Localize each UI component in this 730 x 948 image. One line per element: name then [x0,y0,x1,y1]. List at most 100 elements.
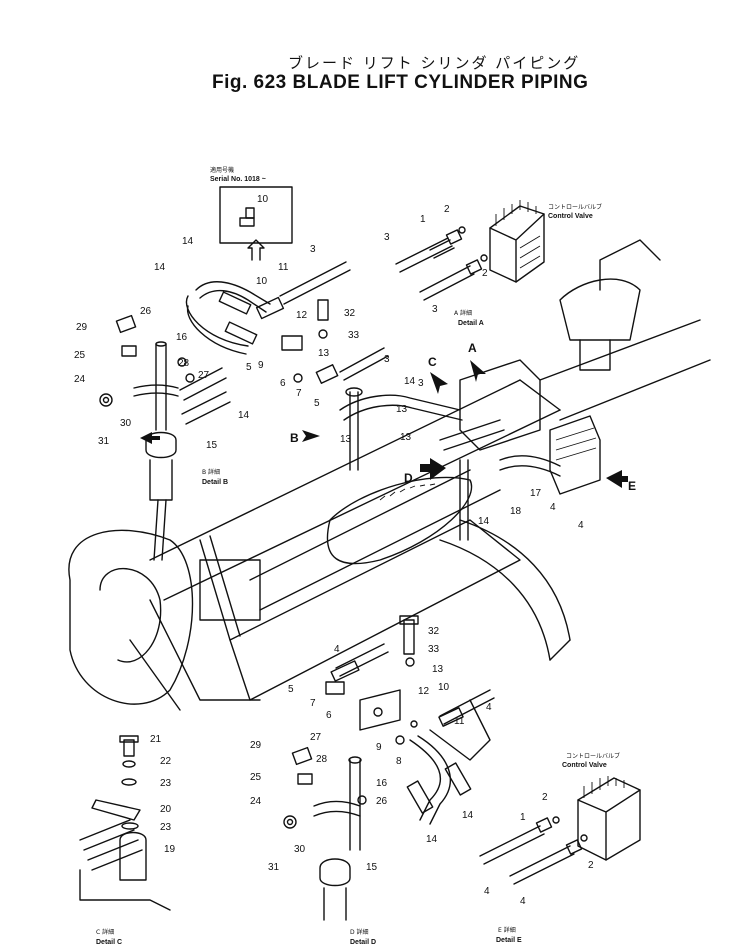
part-number: 3 [418,378,424,389]
detail-b-label-japanese: B 詳細 [202,468,220,476]
part-number: 4 [486,702,492,713]
view-arrow-label-d: D [404,471,413,485]
part-number: 9 [376,742,382,753]
part-number: 27 [198,370,210,381]
control-valve-top: コントロールバルブ Control Valve [489,200,602,283]
detail-e-label-japanese: E 詳細 [498,926,516,934]
part-number: 1 [520,812,526,823]
part-number: 21 [150,734,162,745]
part-number: 19 [164,844,176,855]
part-number: 6 [326,710,332,721]
part-number: 26 [140,306,152,317]
part-number: 13 [318,348,330,359]
serial-inset: 適用号機 Serial No. 1018 ~ 10 [210,166,293,261]
part-number: 4 [578,520,584,531]
detail-e-valve-label: Control Valve [562,762,607,769]
detail-e-valve-label-japanese: コントロールバルブ [566,752,620,760]
part-number: 8 [396,756,402,767]
part-number: 11 [278,262,289,273]
part-number: 30 [120,418,132,429]
part-number: 20 [160,804,172,815]
part-number: 10 [256,276,268,287]
part-number: 26 [376,796,388,807]
part-number: 14 [478,516,490,527]
detail-a-pipes: 1 2 3 2 3 A 詳細 Detail A [384,204,488,327]
part-number: 7 [310,698,316,709]
control-valve-label-japanese: コントロールバルブ [548,203,602,211]
part-number: 3 [310,244,316,255]
part-number: 25 [74,350,86,361]
view-arrow-icon [140,432,160,444]
detail-e: コントロールバルブ Control Valve 1 2 2 4 4 E 詳細 D… [479,752,641,944]
part-number: 13 [400,432,412,443]
bolt-icon [403,619,415,655]
view-arrow-label-e: E [628,479,636,493]
bolt-icon [123,739,135,757]
figure-title: Fig. 623 BLADE LIFT CYLINDER PIPING [212,72,589,93]
view-arrow-label-b: B [290,431,299,445]
detail-a-label-japanese: A 詳細 [454,309,472,317]
part-number: 17 [530,488,542,499]
part-number: 23 [160,822,172,833]
part-number: 16 [376,778,388,789]
part-number: 5 [246,362,252,373]
part-number: 4 [484,886,490,897]
part-number: 2 [542,792,548,803]
part-number: 12 [418,686,430,697]
part-number: 32 [344,308,356,319]
elbow-fitting-10-icon [239,207,255,227]
control-valve-label: Control Valve [548,213,593,220]
detail-a-label: Detail A [458,320,484,327]
view-arrows: C A B D E [290,341,636,493]
detail-d-label-japanese: D 詳細 [350,928,369,936]
upper-hose-assembly: 14 14 10 11 12 3 32 33 13 3 [154,236,390,384]
detail-d: 32 33 13 4 5 7 6 10 12 11 8 9 4 29 27 28… [250,615,495,946]
part-number: 14 [404,376,416,387]
view-arrow-a-icon [470,360,486,382]
serial-label-japanese: 適用号機 [210,166,234,174]
part-number: 28 [178,358,190,369]
part-number: 5 [314,398,320,409]
part-number: 28 [316,754,328,765]
part-number: 10 [438,682,450,693]
part-number: 30 [294,844,306,855]
part-number: 4 [334,644,340,655]
main-piping: 14 13 13 13 3 17 4 4 18 14 [339,359,601,541]
part-number: 2 [482,268,488,279]
part-number: 10 [257,194,269,205]
part-number: 18 [510,506,522,517]
detail-d-label: Detail D [350,939,376,946]
part-number: 3 [384,232,390,243]
part-number: 5 [288,684,294,695]
detail-c-label: Detail C [96,939,122,946]
part-number: 27 [310,732,322,743]
part-number: 29 [250,740,262,751]
part-number: 14 [182,236,194,247]
view-arrow-label-a: A [468,341,477,355]
serial-inset-box [219,186,293,244]
detail-c-label-japanese: C 詳細 [96,928,114,936]
part-number: 1 [420,214,426,225]
part-number: 9 [258,360,264,371]
detail-b-label: Detail B [202,479,228,486]
part-number: 7 [296,388,302,399]
part-number: 12 [296,310,308,321]
view-arrow-b-icon [302,430,320,442]
part-number: 31 [98,436,110,447]
part-number: 33 [428,644,440,655]
part-number: 11 [454,716,465,727]
part-number: 2 [444,204,450,215]
part-number: 23 [160,778,172,789]
part-number: 16 [176,332,188,343]
detail-e-label: Detail E [496,937,522,944]
detail-b: 29 26 16 25 28 27 24 31 30 14 15 B 詳細 De… [74,306,250,561]
inset-arrow-icon [247,239,265,261]
part-number: 15 [366,862,378,873]
part-number: 24 [250,796,262,807]
mid-fittings: 9 5 6 7 5 [246,360,320,409]
part-number: 4 [550,502,556,513]
view-arrow-label-c: C [428,355,437,369]
part-number: 15 [206,440,218,451]
view-arrow-e-icon [606,470,628,488]
